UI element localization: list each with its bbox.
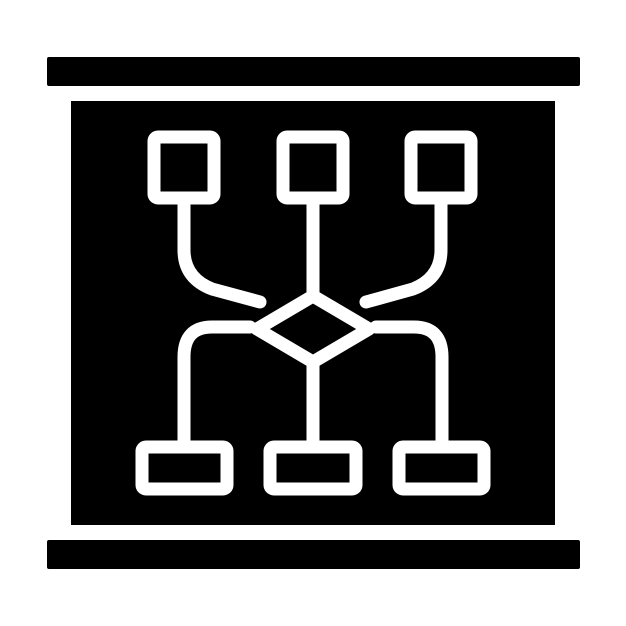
flow-node-top-right (404, 130, 478, 205)
flow-node-top-left (147, 130, 221, 205)
flow-node-bottom-right (392, 440, 491, 496)
connector-top-left (177, 191, 267, 309)
decision-node (250, 289, 376, 369)
flow-node-bottom-left (135, 440, 234, 496)
connector-bottom-left (177, 320, 257, 453)
flow-node-top-center (276, 130, 350, 205)
flow-node-bottom-center (263, 440, 363, 496)
connector-bottom-right (369, 320, 449, 453)
top-roller-bar (47, 57, 580, 86)
bottom-roller-bar (47, 540, 580, 569)
connector-top-right (359, 191, 448, 309)
